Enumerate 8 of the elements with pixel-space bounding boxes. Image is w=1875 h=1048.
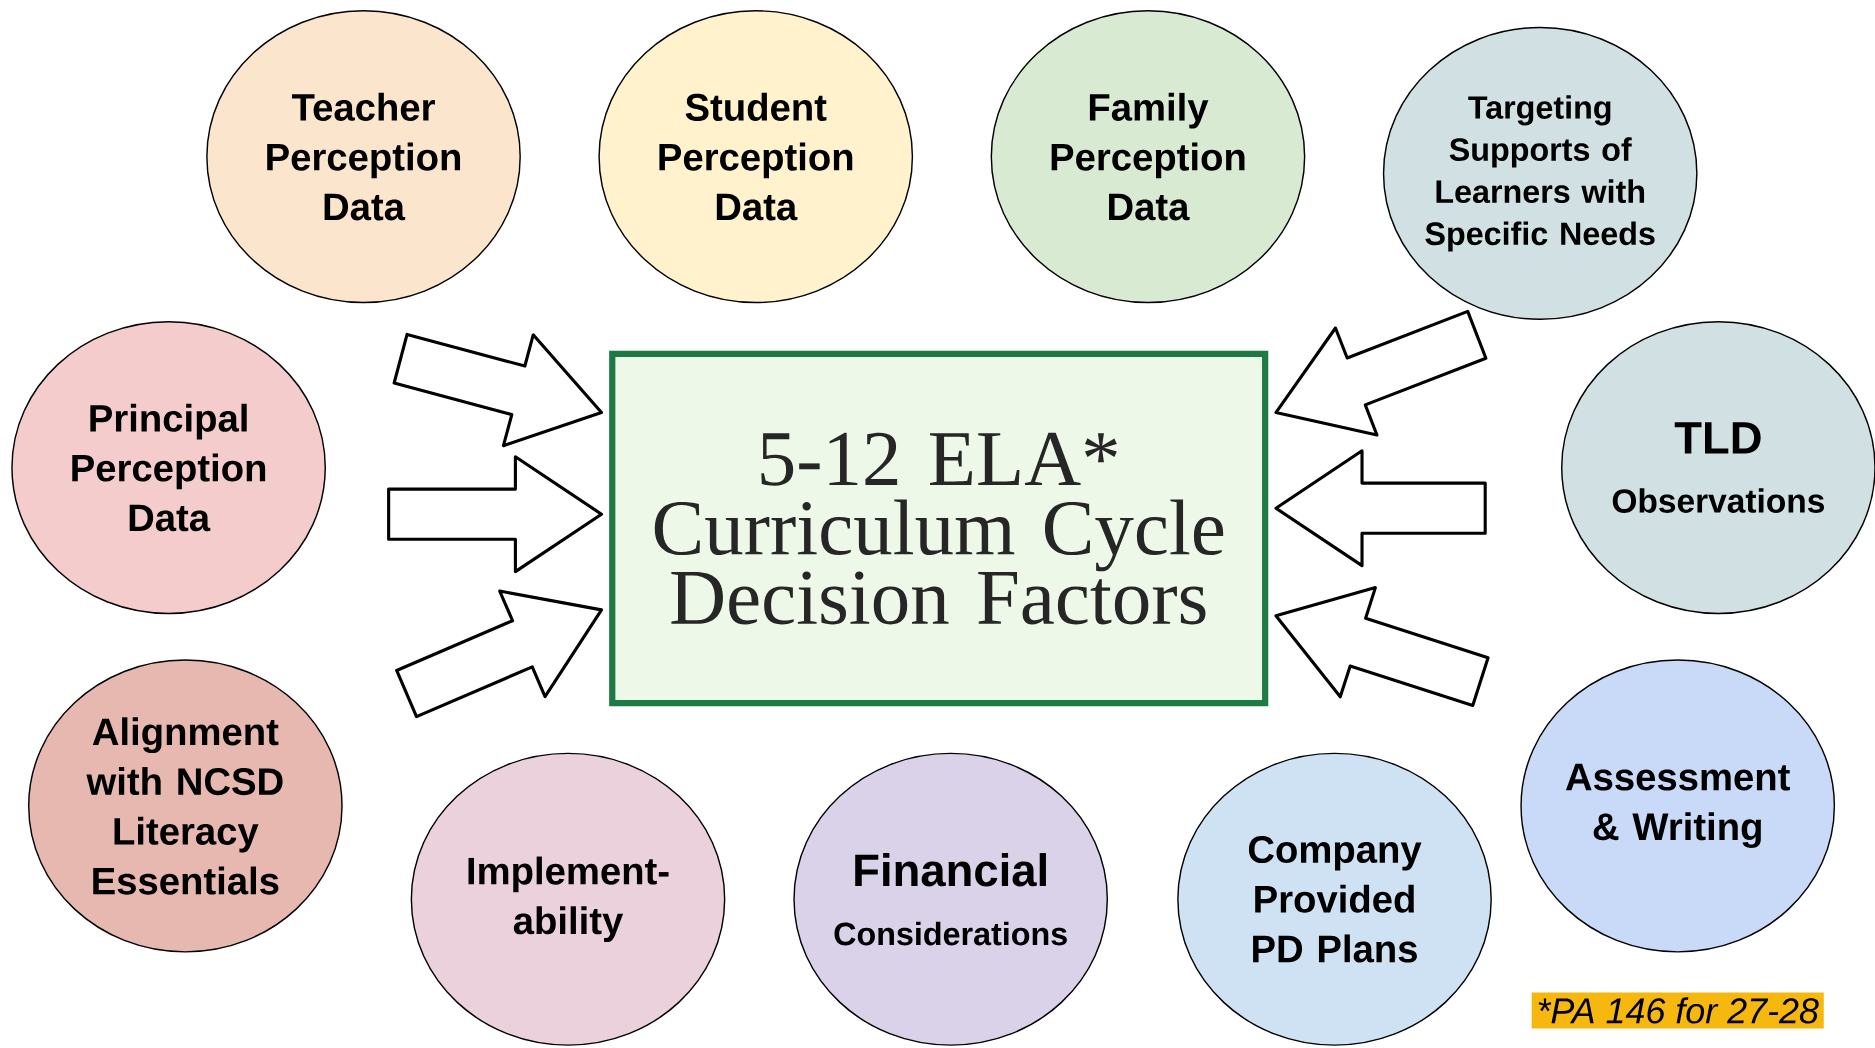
block-arrow bbox=[1274, 586, 1490, 708]
block-arrow bbox=[392, 333, 604, 448]
block-arrow bbox=[1274, 310, 1488, 437]
block-arrow bbox=[1274, 449, 1487, 568]
footnote: *PA 146 for 27-28 bbox=[1531, 992, 1824, 1029]
block-arrow bbox=[387, 455, 604, 574]
block-arrow bbox=[395, 589, 604, 719]
title-box: 5-12 ELA* Curriculum Cycle Decision Factors bbox=[609, 351, 1269, 707]
